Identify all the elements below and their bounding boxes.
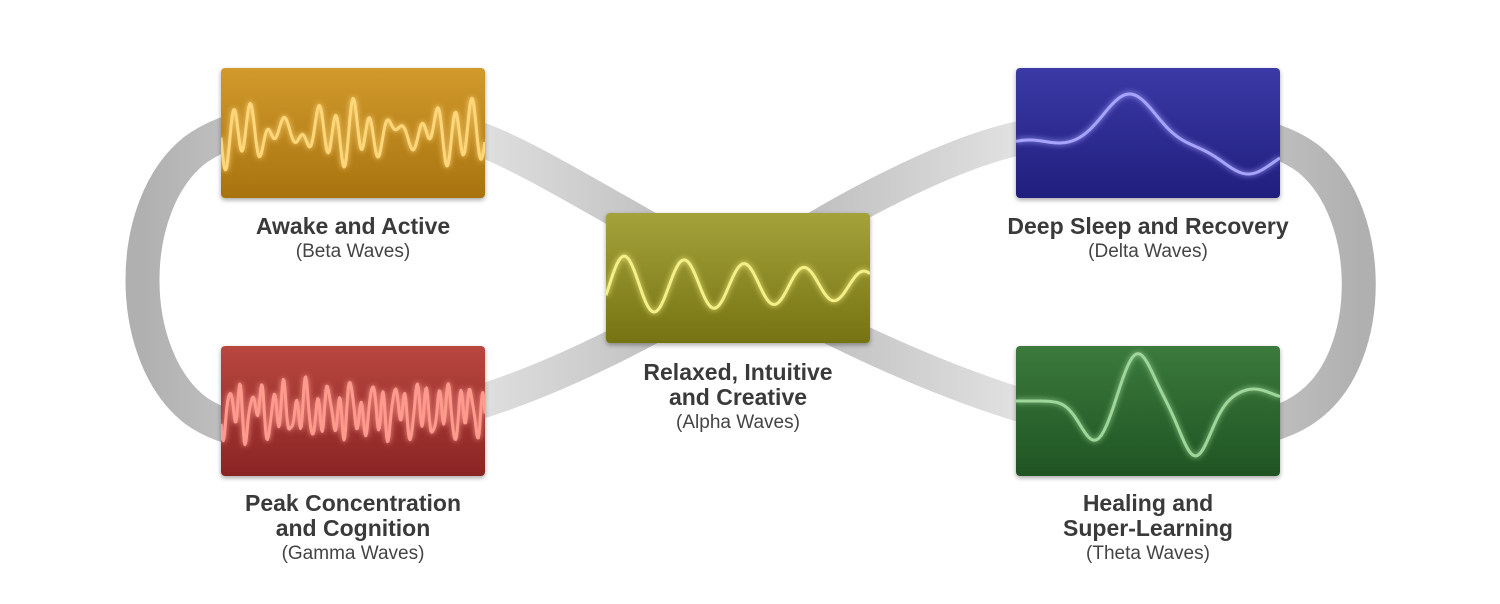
alpha-title-line-1: Relaxed, Intuitive [643, 359, 833, 385]
alpha-caption: Relaxed, Intuitive and Creative (Alpha W… [598, 360, 878, 435]
alpha-subtitle: (Alpha Waves) [676, 412, 800, 433]
theta-subtitle: (Theta Waves) [1086, 543, 1210, 564]
delta-wave-graphic [1016, 68, 1280, 198]
theta-panel-background [1016, 346, 1280, 476]
delta-wave-panel [1016, 68, 1280, 198]
loop-left [125, 100, 755, 453]
gamma-wave-panel [221, 346, 485, 476]
beta-title: Awake and Active [255, 213, 451, 239]
alpha-panel-background [606, 213, 870, 343]
delta-panel-background [1016, 68, 1280, 198]
beta-caption: Awake and Active (Beta Waves) [213, 214, 493, 264]
delta-title: Deep Sleep and Recovery [1007, 213, 1289, 239]
alpha-title-line-2: and Creative [668, 384, 808, 410]
delta-subtitle: (Delta Waves) [1088, 241, 1208, 262]
beta-subtitle: (Beta Waves) [295, 241, 411, 262]
theta-waveform [1016, 352, 1280, 458]
alpha-wave-graphic [606, 213, 870, 343]
alpha-waveform [606, 254, 870, 314]
theta-title-line-2: Super-Learning [1063, 515, 1233, 541]
theta-caption: Healing and Super-Learning (Theta Waves) [1008, 491, 1288, 566]
gamma-subtitle: (Gamma Waves) [281, 543, 425, 564]
gamma-caption: Peak Concentration and Cognition (Gamma … [203, 491, 503, 566]
delta-waveform [1016, 92, 1280, 176]
beta-panel-background [221, 68, 485, 198]
beta-wave-panel [221, 68, 485, 198]
theta-wave-graphic [1016, 346, 1280, 476]
loop-right [721, 106, 1376, 453]
beta-wave-graphic [221, 68, 485, 198]
beta-waveform [221, 96, 485, 172]
alpha-wave-panel [606, 213, 870, 343]
theta-title-line-1: Healing and [1082, 490, 1214, 516]
delta-caption: Deep Sleep and Recovery (Delta Waves) [978, 214, 1318, 264]
gamma-title-line-1: Peak Concentration [245, 490, 461, 516]
theta-wave-panel [1016, 346, 1280, 476]
gamma-wave-graphic [221, 346, 485, 476]
gamma-waveform [221, 375, 485, 447]
gamma-title-line-2: and Cognition [275, 515, 431, 541]
